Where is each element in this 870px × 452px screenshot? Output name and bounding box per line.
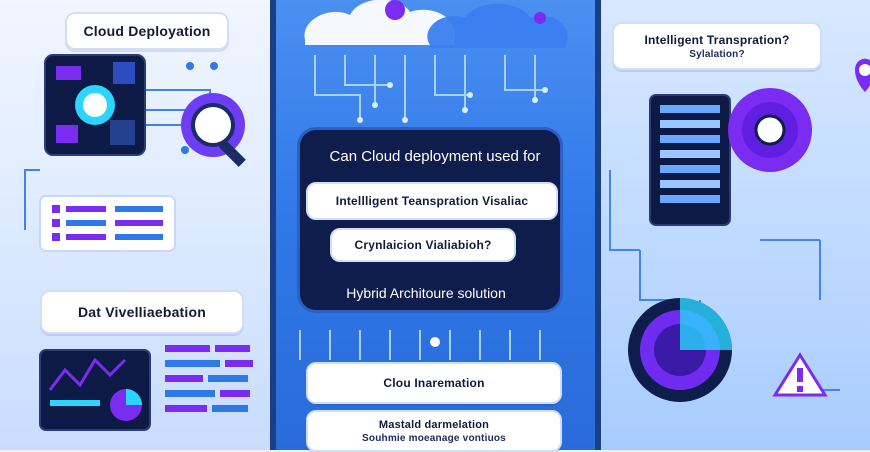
question-line-1: Can Cloud deployment used for <box>329 148 541 165</box>
intelligent-transport-label: Intelligent Transpration? Sylalation? <box>612 22 822 70</box>
management-box: Mastald darmelation Souhmie moeanage von… <box>306 410 562 452</box>
warning-triangle <box>772 352 828 397</box>
management-line-2: Souhmie moeanage vontiuos <box>362 432 506 444</box>
data-visualization-label: Dat Vivelliaebation <box>40 290 244 334</box>
cloud-deployment-label: Cloud Deployation <box>65 12 229 50</box>
management-line-1: Mastald darmelation <box>378 418 490 431</box>
list-card <box>39 195 176 252</box>
bar-chart <box>649 94 731 226</box>
target-graphic <box>728 88 812 172</box>
cloud-information-box: Clou Inaremation <box>306 362 562 404</box>
center-dots <box>357 82 548 347</box>
bar-list <box>165 345 253 412</box>
radar-graphic <box>628 298 732 402</box>
center-circuit <box>299 55 545 360</box>
dashboard-device <box>44 54 146 156</box>
dark-chart <box>39 349 151 431</box>
question-line-3: Crynlaicion Vialiabioh? <box>330 228 516 262</box>
magnifier-graphic <box>181 93 246 167</box>
left-divider <box>270 0 276 450</box>
hybrid-architecture-label: Hybrid Architoure solution <box>346 285 506 301</box>
question-line-2: Intellligent Teanspration Visaliac <box>306 182 558 220</box>
intelligent-transport-line-1: Intelligent Transpration? <box>644 32 790 47</box>
right-divider <box>595 0 601 450</box>
cloud-graphic <box>304 0 568 48</box>
map-pin <box>855 58 870 92</box>
intelligent-transport-line-2: Sylalation? <box>689 48 745 60</box>
main-question-band <box>300 130 560 310</box>
